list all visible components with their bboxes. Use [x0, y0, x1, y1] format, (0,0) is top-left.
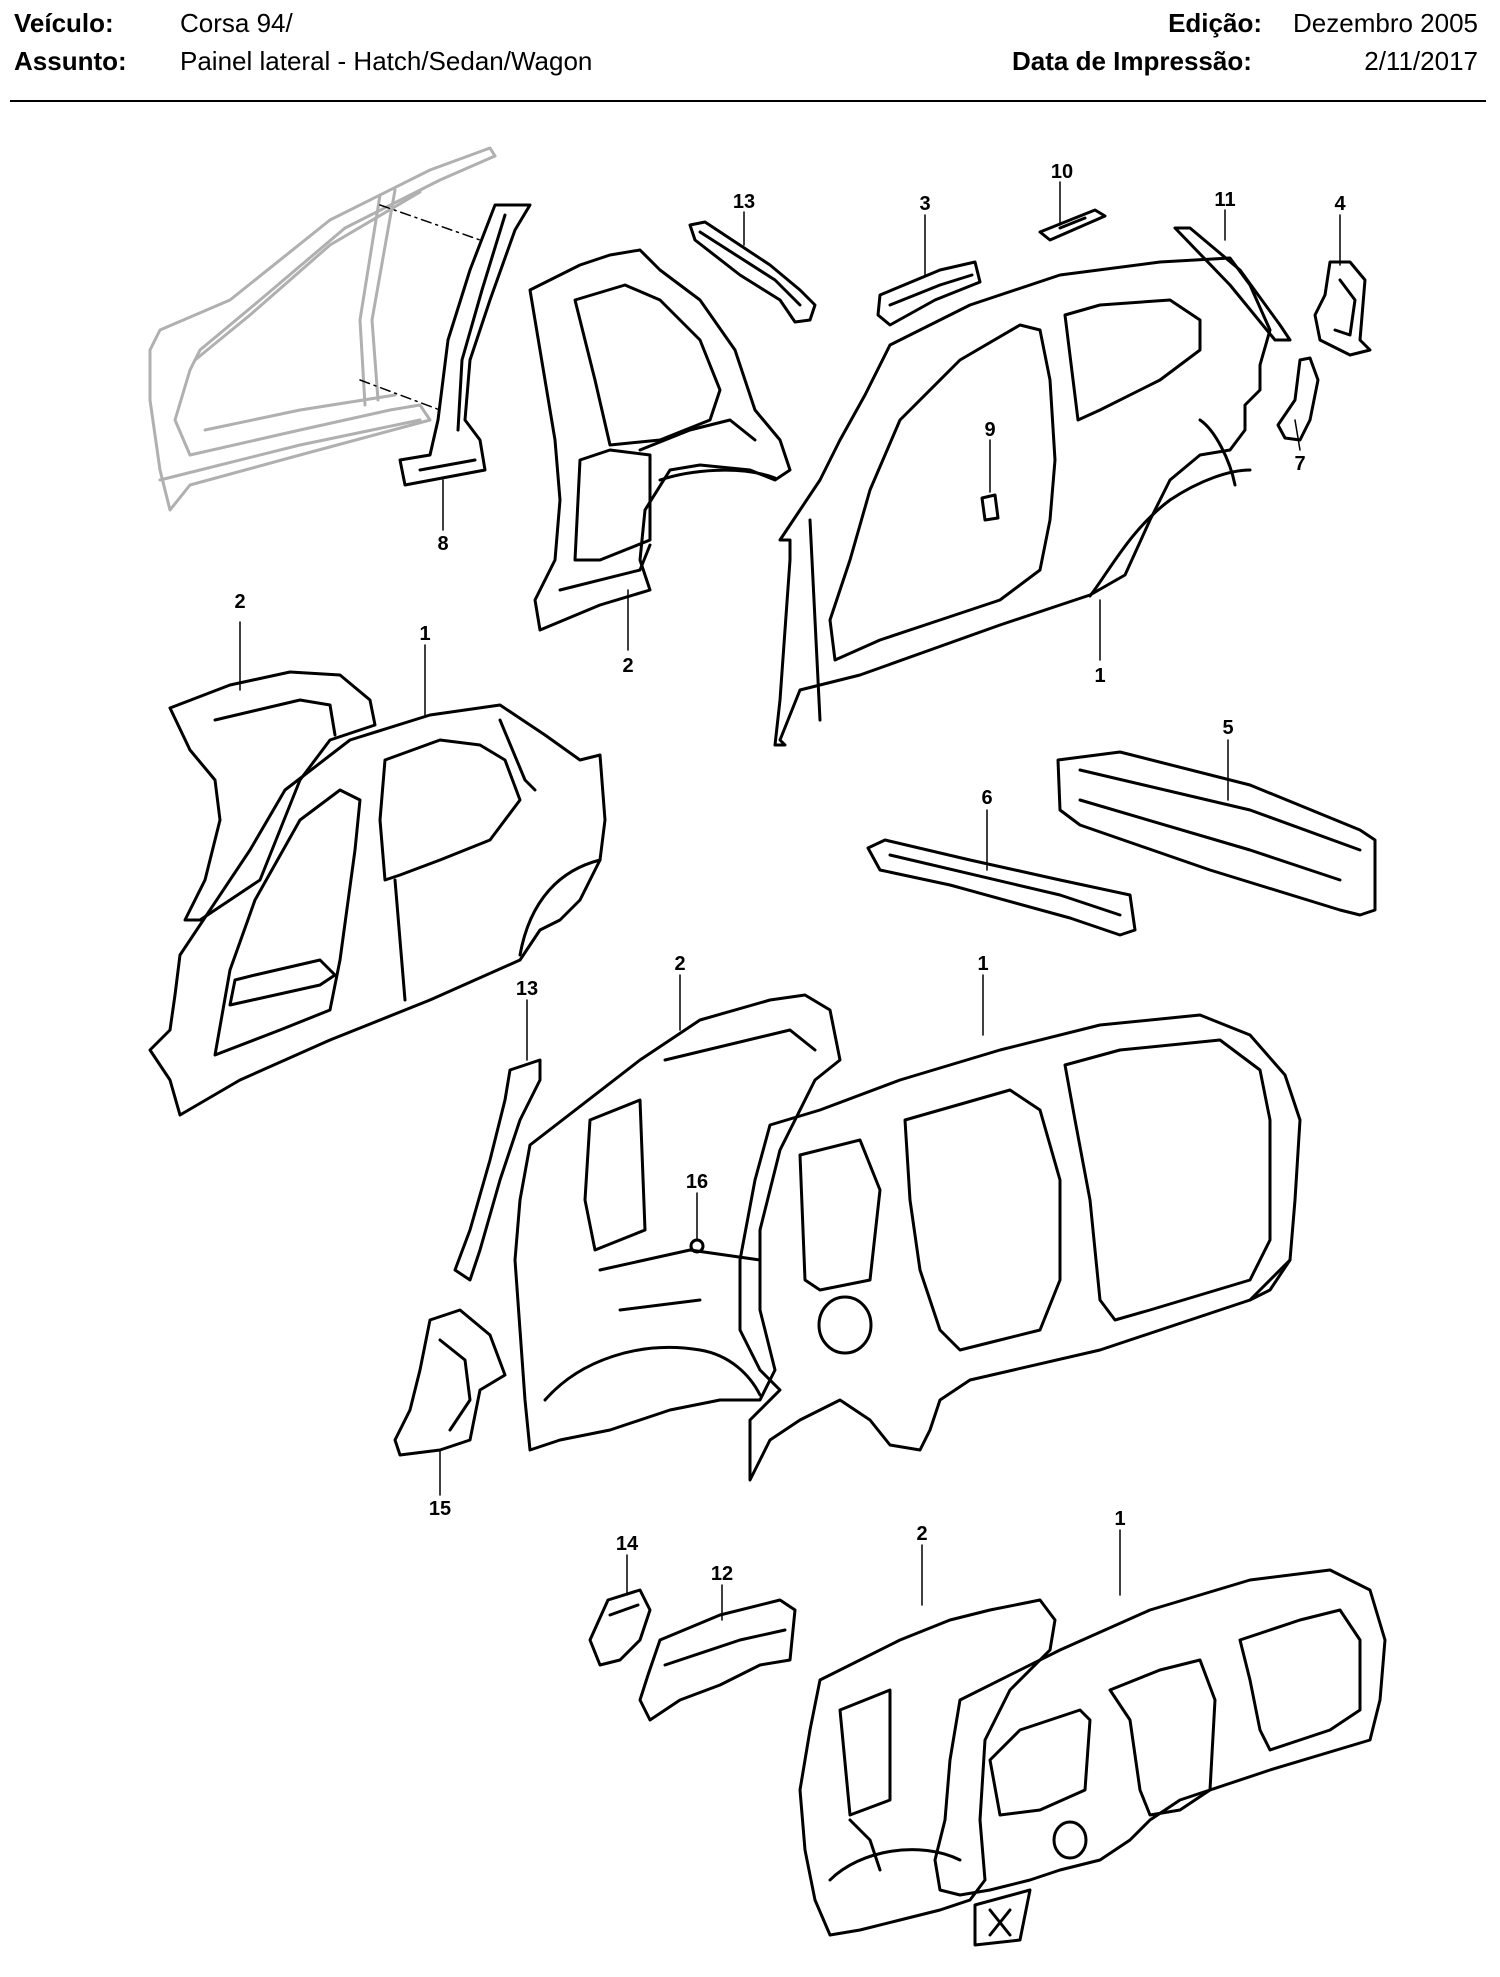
part-11-strip	[1173, 226, 1292, 342]
vehicle-value: Corsa 94/	[180, 8, 293, 38]
part-9-clip	[980, 493, 1000, 522]
subject-value: Painel lateral - Hatch/Sedan/Wagon	[180, 46, 593, 76]
ghost-leader-lines	[359, 204, 481, 411]
print-date-label: Data de Impressão:	[1012, 46, 1252, 76]
callout-13-wagon: 13	[516, 978, 538, 1000]
part-13-roof-rail	[688, 220, 817, 324]
part-1-sedan-outer-panel	[148, 703, 607, 1117]
part-2-wagon-inner-frame	[513, 993, 842, 1452]
part-2-4door-inner-frame	[798, 1598, 1057, 1937]
callout-10: 10	[1051, 161, 1073, 183]
part-15-lower-brace	[393, 1308, 507, 1457]
callout-leaders	[239, 181, 1341, 1621]
part-4-rear-bracket	[1313, 260, 1372, 357]
part-8-a-pillar	[398, 203, 532, 487]
callout-15: 15	[429, 1498, 451, 1520]
part-1-wagon-outer-panel	[738, 1013, 1302, 1482]
subject-label: Assunto:	[14, 46, 127, 76]
vehicle-label: Veículo:	[14, 8, 114, 38]
part-1-hatch-outer-panel	[773, 256, 1272, 747]
callout-labels: 13 3 10 11 4 9 7 8 2 1 2 1 5 6 2 1 13 16…	[234, 161, 1346, 1585]
callout-14: 14	[616, 1533, 639, 1555]
callout-4: 4	[1334, 193, 1346, 215]
part-1-4door-outer-panel	[933, 1568, 1387, 1947]
callout-9: 9	[984, 419, 995, 441]
callout-5: 5	[1222, 717, 1233, 739]
callout-2-hatch: 2	[622, 655, 633, 677]
callout-1-wagon: 1	[977, 953, 988, 975]
callout-2-sedan: 2	[234, 591, 245, 613]
callout-6: 6	[981, 787, 992, 809]
part-3-bracket	[876, 260, 982, 327]
callout-7: 7	[1294, 453, 1305, 475]
callout-11: 11	[1214, 189, 1235, 211]
callout-2-4door: 2	[916, 1523, 927, 1545]
part-2-hatch-inner-panel	[528, 248, 792, 632]
edition-label: Edição:	[1168, 8, 1262, 38]
callout-13: 13	[733, 191, 755, 213]
callout-1-4door: 1	[1114, 1508, 1125, 1530]
edition-value: Dezembro 2005	[1293, 8, 1478, 38]
header-rule	[10, 100, 1486, 102]
part-12-wheelhouse-bracket	[638, 1598, 797, 1722]
part-13-wagon-pillar	[453, 1058, 542, 1282]
part-10-cap	[1038, 208, 1107, 242]
part-7-tail-brace	[1276, 356, 1320, 442]
part-6-sill-strip	[866, 838, 1137, 937]
callout-8: 8	[437, 533, 448, 555]
part-14-bracket	[588, 1588, 652, 1667]
part-2-sedan-inner-frame	[168, 670, 377, 922]
callout-1-hatch: 1	[1094, 665, 1105, 687]
print-date-value: 2/11/2017	[1364, 46, 1478, 76]
callout-1-sedan: 1	[419, 623, 430, 645]
callout-3: 3	[919, 193, 930, 215]
parts-diagram: 13 3 10 11 4 9 7 8 2 1 2 1 5 6 2 1 13 16…	[148, 146, 1387, 1947]
ghost-body-reference	[148, 146, 497, 512]
callout-16: 16	[686, 1171, 708, 1193]
callout-2-wagon: 2	[674, 953, 685, 975]
callout-12: 12	[711, 1563, 733, 1585]
